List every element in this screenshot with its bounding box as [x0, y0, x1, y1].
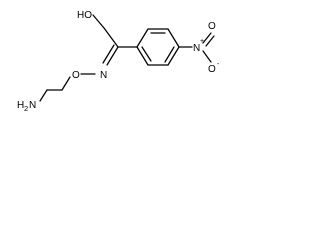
amine-subscript: 2 — [24, 104, 28, 113]
structural-formula: HO N O H 2 N N + O O - — [17, 10, 220, 113]
bond-o-ch2 — [61, 76, 71, 91]
oxime-oxygen-label: O — [72, 70, 80, 81]
ring-double-3 — [141, 46, 152, 62]
bond-c-n-oxime — [106, 46, 119, 66]
amine-h-label: H — [17, 100, 24, 111]
ring-bond-3 — [167, 28, 180, 48]
bond-nitro-o-bottom — [202, 50, 212, 63]
nitro-plus-charge: + — [200, 38, 204, 45]
nitro-o-bottom-label: O — [208, 64, 216, 75]
bond-ho-ch2 — [92, 14, 105, 29]
nitro-minus-charge: - — [217, 61, 220, 68]
nitro-o-top-label: O — [208, 21, 216, 32]
bonds — [39, 14, 215, 102]
atom-labels: HO N O H 2 N N + O O - — [17, 10, 220, 113]
bond-ch2-nh2 — [39, 89, 48, 102]
ring-double-2 — [164, 46, 175, 63]
ring-bond-6 — [136, 46, 149, 66]
ring-bond-4 — [167, 46, 180, 66]
oxime-nitrogen-label: N — [100, 70, 107, 81]
bond-nitro-o-top — [202, 32, 212, 44]
nitro-n-label: N — [193, 43, 200, 54]
ring-bond-1 — [136, 28, 149, 48]
bond-c-n-oxime-double — [102, 44, 115, 64]
hydroxyl-label: HO — [77, 10, 92, 21]
bond-nitro-o-top-double — [205, 35, 215, 47]
amine-n-label: N — [29, 100, 36, 111]
bond-ch2-c — [103, 27, 119, 48]
